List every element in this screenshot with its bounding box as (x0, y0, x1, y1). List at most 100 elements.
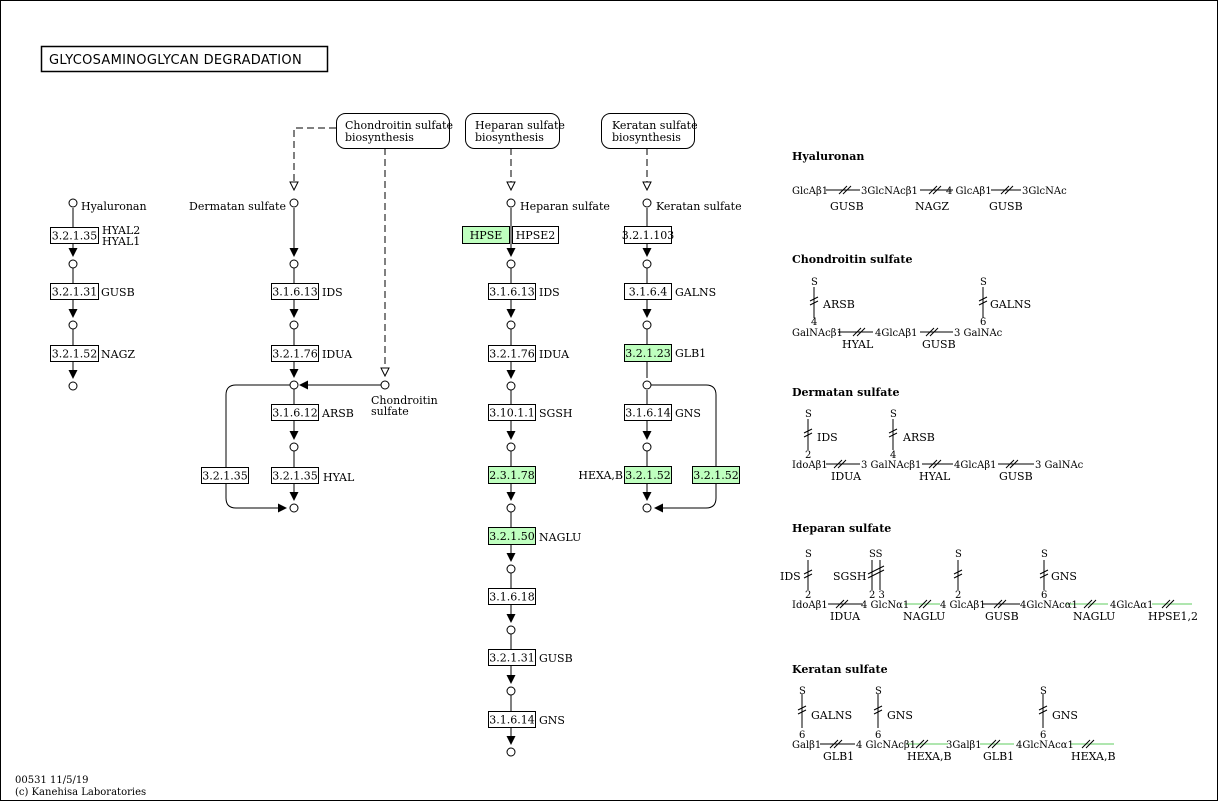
enzyme-ec[interactable]: 3.2.1.50 (489, 530, 534, 543)
compound-node[interactable] (289, 259, 299, 269)
gene-label: HEXA,B (578, 469, 623, 482)
position: 6 (1041, 590, 1047, 601)
enzyme-ec[interactable]: 3.2.1.35 (272, 470, 317, 483)
enzyme-gene[interactable]: HPSE (470, 229, 503, 242)
residue: GlcAβ1 (792, 186, 828, 197)
compound-node[interactable] (289, 503, 299, 513)
enzyme-ec[interactable]: 3.2.1.35 (202, 470, 247, 483)
enzyme-ec[interactable]: 2.3.1.78 (489, 469, 534, 482)
compound-label: sulfate (371, 405, 409, 418)
structure-enzyme: GUSB (830, 200, 864, 213)
map-link-label: Keratan sulfate (612, 119, 698, 132)
enzyme-ec[interactable]: 3.2.1.31 (489, 652, 534, 665)
compound-node[interactable] (642, 442, 652, 452)
compound-node[interactable] (642, 320, 652, 330)
compound-label: Dermatan sulfate (189, 200, 286, 213)
enzyme-ec[interactable]: 3.1.6.14 (489, 714, 534, 727)
compound-node[interactable] (68, 259, 78, 269)
sulfatase: IDS (780, 570, 801, 583)
map-link-heparan-biosynthesis[interactable]: Heparan sulfate biosynthesis (465, 113, 565, 149)
structure-enzyme: GUSB (922, 338, 956, 351)
position: 6 (799, 730, 805, 741)
compound-node[interactable] (642, 259, 652, 269)
structure-enzyme: HYAL (919, 470, 951, 483)
residue: 4 GlcNAcβ1 (856, 740, 916, 751)
compound-node[interactable] (506, 381, 516, 391)
compound-node[interactable] (506, 442, 516, 452)
enzyme-ec[interactable]: 3.1.6.18 (489, 591, 534, 604)
residue: IdoAβ1 (792, 600, 828, 611)
compound-node[interactable] (289, 380, 299, 390)
compound-node[interactable] (506, 625, 516, 635)
compound-label: Keratan sulfate (656, 200, 742, 213)
sulfatase: GALNS (811, 709, 852, 722)
enzyme-ec[interactable]: 3.2.1.52 (52, 348, 97, 361)
gene-label: GUSB (539, 652, 573, 665)
residue: 4GlcAβ1 (875, 328, 918, 339)
enzyme-ec[interactable]: 3.2.1.76 (489, 348, 534, 361)
map-id: 00531 11/5/19 (15, 775, 89, 786)
map-link-chondroitin-biosynthesis[interactable]: Chondroitin sulfate biosynthesis (336, 113, 453, 149)
gene-label: GUSB (101, 286, 135, 299)
compound-node[interactable] (506, 686, 516, 696)
break-marks (797, 185, 1175, 749)
position: 2 (805, 590, 811, 601)
compound-node[interactable] (289, 320, 299, 330)
sulfate-s: S (799, 686, 806, 697)
compound-dermatan-sulfate[interactable] (289, 198, 299, 208)
map-title-text: GLYCOSAMINOGLYCAN DEGRADATION (49, 53, 302, 68)
enzyme-boxes[interactable]: 3.2.1.35 HYAL2 HYAL1 3.2.1.31 GUSB 3.2.1… (50, 224, 740, 728)
compound-node[interactable] (506, 503, 516, 513)
enzyme-ec[interactable]: 3.1.6.13 (489, 286, 534, 299)
enzyme-ec[interactable]: 3.1.6.4 (629, 286, 667, 299)
compound-node[interactable] (68, 381, 78, 391)
sulfatase: SGSH (833, 570, 866, 583)
compound-node[interactable] (68, 320, 78, 330)
structure-enzyme: HEXA,B (1071, 750, 1116, 763)
enzyme-ec[interactable]: 3.2.1.103 (622, 229, 674, 242)
compound-heparan-sulfate[interactable] (506, 198, 516, 208)
structure-enzyme: HYAL (842, 338, 874, 351)
residue: 3GlcNAc (1022, 186, 1067, 197)
sulfate-s: S (890, 409, 897, 420)
residue: 4GlcAβ1 (954, 460, 997, 471)
compound-node[interactable] (506, 259, 516, 269)
map-link-label: biosynthesis (345, 131, 414, 144)
gene-label: IDUA (322, 348, 353, 361)
residue: 4 GlcAβ1 (940, 600, 986, 611)
enzyme-gene[interactable]: HPSE2 (516, 229, 556, 242)
structure-enzyme: NAGLU (903, 610, 945, 623)
gene-label: NAGLU (539, 531, 581, 544)
compound-node[interactable] (642, 380, 652, 390)
gene-label: GALNS (675, 286, 716, 299)
compound-keratan-sulfate[interactable] (642, 198, 652, 208)
gene-label: HYAL (323, 471, 355, 484)
section-title-keratan: Keratan sulfate (792, 663, 888, 676)
enzyme-ec[interactable]: 3.2.1.76 (272, 348, 317, 361)
enzyme-ec[interactable]: 3.2.1.35 (52, 230, 97, 243)
structure-enzyme: IDUA (830, 610, 861, 623)
compound-chondroitin-sulfate[interactable] (380, 380, 390, 390)
enzyme-ec[interactable]: 3.1.6.12 (272, 407, 317, 420)
compound-nodes[interactable] (68, 198, 652, 757)
compound-node[interactable] (506, 320, 516, 330)
position: 2 (805, 450, 811, 461)
compound-node[interactable] (289, 442, 299, 452)
structure-highlight-bonds (904, 603, 1192, 745)
enzyme-ec[interactable]: 3.1.6.14 (625, 407, 670, 420)
enzyme-ec[interactable]: 3.10.1.1 (489, 407, 534, 420)
structure-enzyme: HEXA,B (907, 750, 952, 763)
map-link-keratan-biosynthesis[interactable]: Keratan sulfate biosynthesis (601, 113, 698, 149)
compound-hyaluronan[interactable] (68, 198, 78, 208)
enzyme-ec[interactable]: 3.2.1.52 (693, 469, 738, 482)
enzyme-ec[interactable]: 3.2.1.52 (625, 469, 670, 482)
structure-enzyme: GLB1 (823, 750, 854, 763)
enzyme-ec[interactable]: 3.2.1.31 (52, 286, 97, 299)
compound-node[interactable] (506, 564, 516, 574)
enzyme-ec[interactable]: 3.2.1.23 (625, 347, 670, 360)
enzyme-ec[interactable]: 3.1.6.13 (272, 286, 317, 299)
gene-label: IDS (539, 286, 560, 299)
compound-label: Heparan sulfate (520, 200, 610, 213)
compound-node[interactable] (642, 503, 652, 513)
compound-node[interactable] (506, 747, 516, 757)
